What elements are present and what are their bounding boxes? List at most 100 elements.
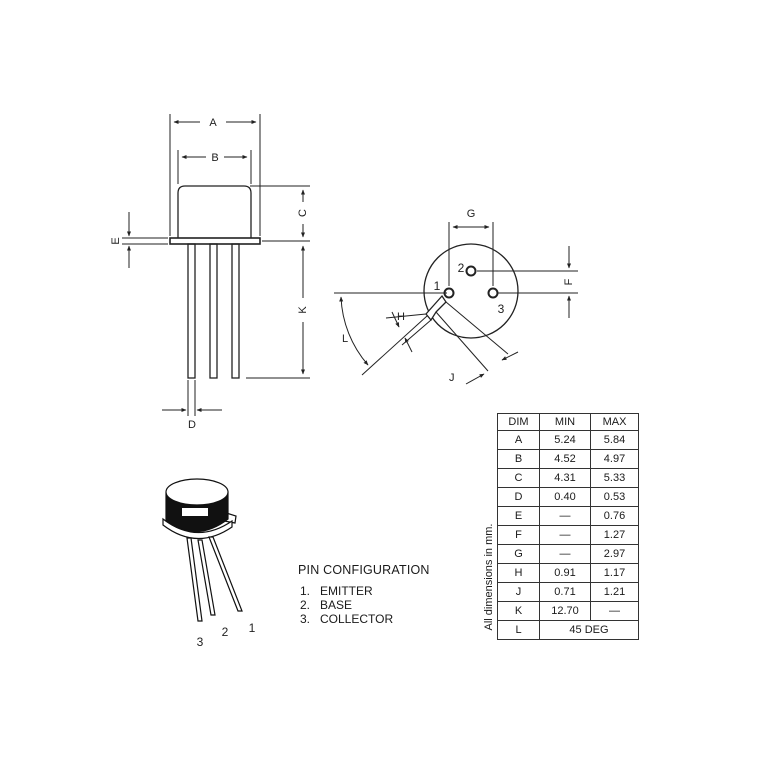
dimension-d bbox=[162, 380, 222, 416]
lead-label-1: 1 bbox=[249, 621, 256, 635]
pin-configuration-list: 1. EMITTER 2. BASE 3. COLLECTOR bbox=[300, 584, 393, 626]
pin-number-3: 3 bbox=[498, 302, 505, 316]
table-row: F—1.27 bbox=[497, 525, 639, 545]
pin-3-hole bbox=[487, 287, 499, 299]
cell-max: 1.21 bbox=[590, 582, 639, 602]
cell-max: 1.27 bbox=[590, 525, 639, 545]
label-f: F bbox=[563, 278, 575, 285]
cell-max: 0.76 bbox=[590, 506, 639, 526]
flange-outline bbox=[423, 243, 519, 339]
label-b: B bbox=[211, 152, 218, 164]
cell-min: — bbox=[539, 525, 591, 545]
pin-config-number: 1. bbox=[300, 584, 311, 598]
pin-configuration-title: PIN CONFIGURATION bbox=[298, 563, 430, 577]
dimension-f bbox=[477, 246, 578, 318]
dimension-h bbox=[385, 311, 432, 353]
cell-max: 0.53 bbox=[590, 487, 639, 507]
side-view bbox=[169, 185, 261, 379]
cell-min: 4.31 bbox=[539, 468, 591, 488]
dimension-c-k bbox=[246, 185, 310, 379]
cell-dim: K bbox=[497, 601, 540, 621]
label-a: A bbox=[209, 117, 217, 129]
label-g: G bbox=[467, 208, 476, 220]
flange bbox=[169, 237, 261, 245]
table-row: G—2.97 bbox=[497, 544, 639, 564]
cell-max: 5.33 bbox=[590, 468, 639, 488]
dimension-g bbox=[448, 222, 494, 286]
label-c: C bbox=[297, 209, 309, 217]
cell-dim: B bbox=[497, 449, 540, 469]
lead-middle bbox=[209, 243, 218, 379]
lead-right bbox=[231, 243, 240, 379]
cell-max: 2.97 bbox=[590, 544, 639, 564]
cell-max: 5.84 bbox=[590, 430, 639, 450]
pin-config-name: BASE bbox=[320, 598, 353, 612]
pin-config-name: EMITTER bbox=[320, 584, 373, 598]
table-header-row: DIM MIN MAX bbox=[497, 413, 639, 431]
units-note: All dimensions in mm. bbox=[483, 523, 495, 631]
cell-dim: L bbox=[497, 620, 540, 640]
pin-config-item: 1. EMITTER bbox=[300, 584, 393, 598]
label-l: L bbox=[342, 333, 348, 345]
cell-dim: A bbox=[497, 430, 540, 450]
pin-2-hole bbox=[465, 265, 477, 277]
pin-config-name: COLLECTOR bbox=[320, 612, 394, 626]
pin-config-item: 2. BASE bbox=[300, 598, 393, 612]
orientation-tab bbox=[425, 294, 447, 322]
cell-min: — bbox=[539, 544, 591, 564]
cell-max: — bbox=[590, 601, 639, 621]
package-lead-1 bbox=[208, 536, 243, 612]
pin-config-number: 2. bbox=[300, 598, 311, 612]
label-k: K bbox=[297, 306, 309, 314]
cell-min: 0.91 bbox=[539, 563, 591, 583]
package-lead-3 bbox=[186, 537, 203, 622]
cell-span: 45 DEG bbox=[539, 620, 639, 640]
label-h: H bbox=[397, 311, 405, 323]
cell-dim: F bbox=[497, 525, 540, 545]
package-lead-2 bbox=[197, 539, 216, 616]
dimension-l bbox=[334, 292, 447, 376]
can-body bbox=[177, 185, 252, 238]
cell-min: 4.52 bbox=[539, 449, 591, 469]
cell-dim: C bbox=[497, 468, 540, 488]
pin-number-1: 1 bbox=[434, 279, 441, 293]
cell-max: 4.97 bbox=[590, 449, 639, 469]
dimension-a bbox=[169, 114, 261, 236]
cell-max: 1.17 bbox=[590, 563, 639, 583]
cell-min: 12.70 bbox=[539, 601, 591, 621]
lead-left bbox=[187, 243, 196, 379]
label-e: E bbox=[110, 237, 122, 244]
package-can-top bbox=[165, 478, 229, 506]
table-row: E—0.76 bbox=[497, 506, 639, 526]
label-j: J bbox=[449, 372, 455, 384]
lead-label-3: 3 bbox=[197, 635, 204, 649]
cell-dim: G bbox=[497, 544, 540, 564]
cell-dim: H bbox=[497, 563, 540, 583]
package-3d-illustration bbox=[162, 478, 243, 622]
pin-config-number: 3. bbox=[300, 612, 311, 626]
cell-dim: E bbox=[497, 506, 540, 526]
cell-min: 0.40 bbox=[539, 487, 591, 507]
cell-min: 5.24 bbox=[539, 430, 591, 450]
lead-label-2: 2 bbox=[222, 625, 229, 639]
header-max: MAX bbox=[590, 413, 639, 431]
cell-min: — bbox=[539, 506, 591, 526]
header-min: MIN bbox=[539, 413, 591, 431]
cell-dim: D bbox=[497, 487, 540, 507]
pin-number-2: 2 bbox=[458, 261, 465, 275]
header-dim: DIM bbox=[497, 413, 540, 431]
dimension-j bbox=[435, 301, 519, 385]
cell-min: 0.71 bbox=[539, 582, 591, 602]
label-d: D bbox=[188, 419, 196, 431]
pin-config-item: 3. COLLECTOR bbox=[300, 612, 393, 626]
